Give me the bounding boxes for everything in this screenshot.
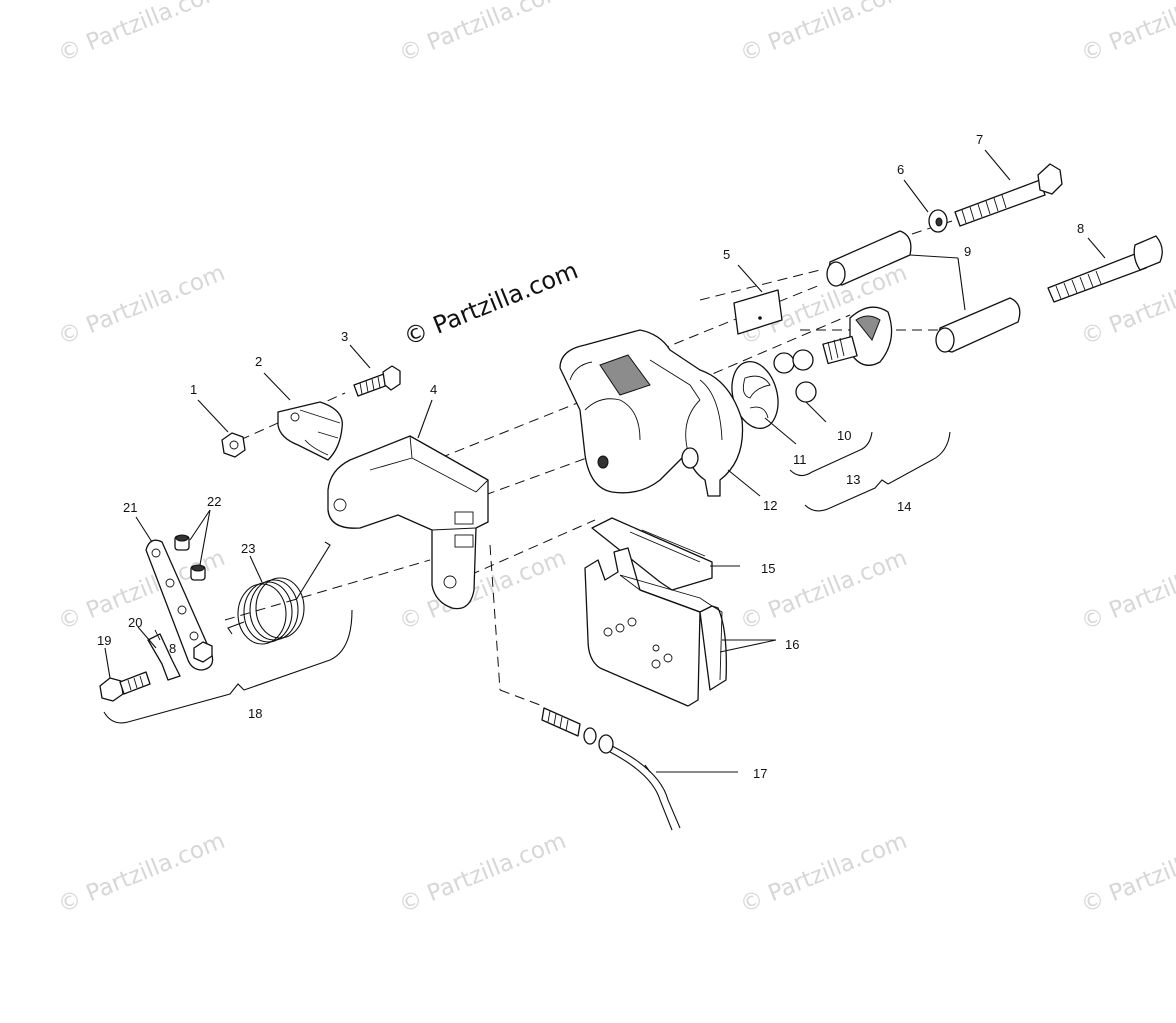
callout-4: 4 xyxy=(430,382,437,397)
callout-19: 19 xyxy=(97,633,111,648)
callout-12: 12 xyxy=(763,498,777,513)
watermark-tile: © Partzilla.com xyxy=(737,545,911,636)
part-17-cable xyxy=(541,707,681,831)
callout-16: 16 xyxy=(785,637,799,652)
part-2-clevis xyxy=(277,401,343,461)
callout-1: 1 xyxy=(190,382,197,397)
callout-5: 5 xyxy=(723,247,730,262)
callout-21: 21 xyxy=(123,500,137,515)
watermark-tile: © Partzilla.com xyxy=(1078,828,1176,919)
callout-14: 14 xyxy=(897,499,911,514)
callout-10: 10 xyxy=(837,428,851,443)
callout-11: 11 xyxy=(793,452,807,467)
watermark-tile: © Partzilla.com xyxy=(396,0,570,68)
watermark-tile: © Partzilla.com xyxy=(55,828,229,919)
callout-8: 8 xyxy=(1077,221,1084,236)
part-23-torsion-spring xyxy=(227,541,331,645)
callout-3: 3 xyxy=(341,329,348,344)
part-16-brake-pads xyxy=(584,547,727,707)
callout-labels: 1 2 3 4 5 6 7 8 9 10 11 12 13 14 15 16 1… xyxy=(97,132,1084,781)
callout-22: 22 xyxy=(207,494,221,509)
callout-7: 7 xyxy=(976,132,983,147)
part-8-socket-bolt xyxy=(1047,235,1163,303)
callout-18: 18 xyxy=(248,706,262,721)
part-22-bushings xyxy=(174,534,206,581)
lever-nut xyxy=(193,641,213,663)
callout-9: 9 xyxy=(964,244,971,259)
part-10-balls xyxy=(773,349,817,403)
callout-2: 2 xyxy=(255,354,262,369)
watermark-tile: © Partzilla.com xyxy=(1078,0,1176,68)
watermark-tile: © Partzilla.com xyxy=(396,545,570,636)
leader-lines xyxy=(104,149,1106,773)
watermark-main: © Partzilla.com xyxy=(400,256,582,351)
watermark-tile: © Partzilla.com xyxy=(737,828,911,919)
callout-6: 6 xyxy=(897,162,904,177)
part-6-washer xyxy=(928,209,948,233)
watermark-tile: © Partzilla.com xyxy=(1078,545,1176,636)
part-7-long-bolt xyxy=(954,163,1063,227)
callout-13: 13 xyxy=(846,472,860,487)
grouping-braces xyxy=(103,431,951,724)
callout-23: 23 xyxy=(241,541,255,556)
callout-8-small: 8 xyxy=(169,641,176,656)
callout-20: 20 xyxy=(128,615,142,630)
watermark-tile: © Partzilla.com xyxy=(55,0,229,68)
part-cam-shaft xyxy=(822,306,893,366)
part-15-pad-spring xyxy=(591,517,713,591)
part-12-caliper-body xyxy=(559,329,744,497)
callout-15: 15 xyxy=(761,561,775,576)
part-1-nut xyxy=(221,432,246,458)
part-5-shim-plate xyxy=(733,289,783,335)
part-3-bolt xyxy=(353,365,401,397)
watermark-tile: © Partzilla.com xyxy=(396,828,570,919)
watermark-tile: © Partzilla.com xyxy=(737,0,911,68)
callout-17: 17 xyxy=(753,766,767,781)
watermark-tile: © Partzilla.com xyxy=(55,260,229,351)
part-4-bracket xyxy=(327,435,489,610)
part-19-bolt xyxy=(99,671,151,702)
part-20-clip xyxy=(147,629,181,681)
part-9-pins xyxy=(826,230,1021,353)
